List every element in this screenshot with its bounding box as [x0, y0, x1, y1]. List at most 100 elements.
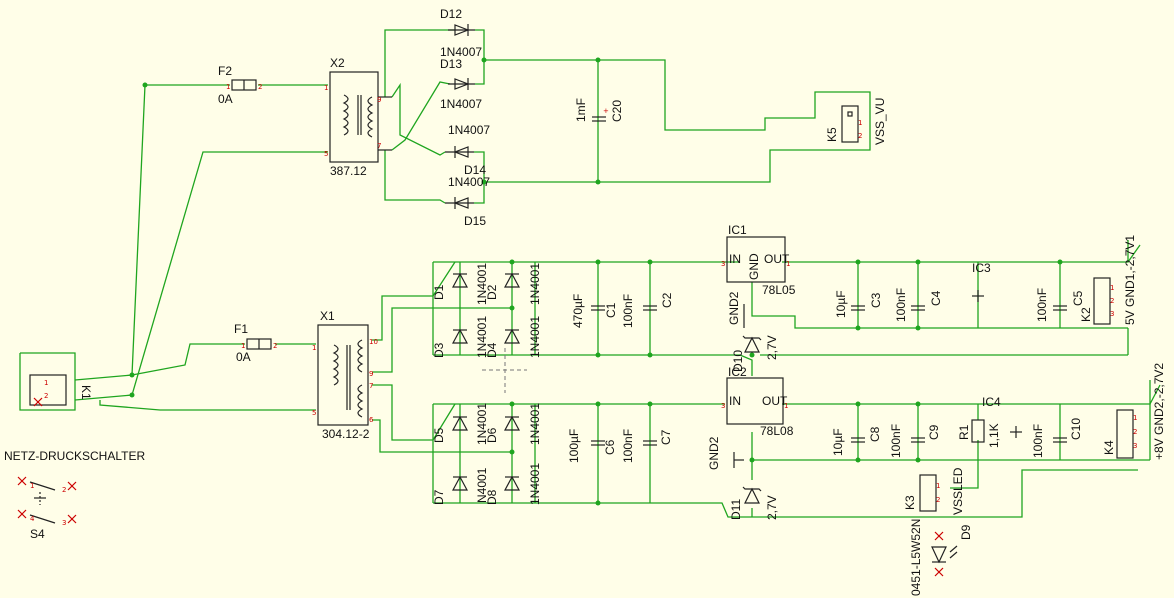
svg-text:1: 1: [30, 482, 34, 490]
diode-d6[interactable]: D6 1N4001: [485, 403, 542, 445]
svg-text:5: 5: [312, 409, 316, 417]
diode-ref: D3: [432, 342, 446, 358]
cap-value: 10µF: [834, 290, 848, 318]
capacitor-c2[interactable]: 100nF C2: [621, 292, 674, 328]
ic-pin-gnd: GND: [747, 253, 761, 280]
capacitor-c6[interactable]: 100µF C6: [567, 429, 617, 463]
cap-value: 1mF: [574, 98, 588, 122]
capacitor-c3[interactable]: 10µF C3: [834, 290, 883, 318]
ic-ref: IC2: [728, 365, 747, 379]
ic-pin-in: IN: [729, 394, 741, 408]
caps-lower: 100µF C6 100nF C7 10µF C8 100nF C9 100nF…: [567, 418, 1083, 463]
gnd-upper: GND2: [727, 291, 745, 328]
diode-ref: D15: [464, 214, 486, 228]
connector-k5[interactable]: 12 K5 VSS_VU: [825, 98, 887, 145]
diode-ref: D2: [485, 284, 499, 300]
diode-d8[interactable]: D8 1N4001: [485, 463, 542, 505]
diode-d3[interactable]: D3 1N4001: [432, 316, 489, 358]
fuse-ref: F2: [218, 64, 232, 78]
connector-k3[interactable]: 12 K3 VSSLED: [903, 467, 965, 515]
connector-net: +8V GND2,-2,7V2: [1152, 363, 1166, 460]
diode-value: 1N4007: [440, 97, 482, 111]
connector-k4[interactable]: 123 K4 +8V GND2,-2,7V2: [1102, 363, 1166, 460]
connector-ref: K2: [1079, 307, 1093, 322]
diode-d13[interactable]: D13 1N4007: [440, 57, 482, 111]
connector-k2[interactable]: 123 K2 5V GND1,-2,7V1: [1079, 235, 1137, 325]
diode-ref: D8: [485, 489, 499, 505]
capacitor-c5[interactable]: 100nF C5: [1035, 288, 1085, 322]
transformer-x2[interactable]: 15 97 X2 387.12: [324, 56, 392, 178]
zener-value: 2,7V: [765, 495, 779, 520]
svg-text:1: 1: [241, 342, 245, 350]
switch-ref: S4: [30, 527, 45, 541]
diode-ref: D12: [440, 7, 462, 21]
zener-d10[interactable]: D10 2,7V: [731, 335, 779, 372]
svg-text:1: 1: [1133, 414, 1137, 422]
svg-text:3: 3: [62, 519, 66, 527]
led-value: 0451-L5W52N: [909, 519, 923, 596]
diode-d15[interactable]: D15: [445, 197, 486, 228]
zener-d11[interactable]: D11 2,7V: [729, 486, 779, 520]
rectifier-diodes: D1 1N4001 D2 1N4001 D3 1N4001 D4 1N4001 …: [432, 263, 542, 505]
capacitor-c8[interactable]: 10µF C8: [831, 426, 882, 456]
diode-d1[interactable]: D1 1N4001: [432, 263, 489, 305]
cap-ref: C9: [927, 424, 941, 440]
transformer-value: 387.12: [330, 164, 367, 178]
svg-text:1: 1: [784, 402, 788, 410]
svg-text:1: 1: [226, 83, 230, 91]
diode-d5[interactable]: D5 1N4001: [432, 403, 489, 445]
zener-ref: D10: [731, 350, 745, 372]
cap-ref: C20: [610, 100, 624, 122]
switch-title: NETZ-DRUCKSCHALTER: [4, 449, 145, 463]
svg-text:7: 7: [369, 382, 373, 390]
supply-ic3: IC3: [972, 261, 991, 302]
resistor-r1[interactable]: R1 1,1K: [957, 419, 1001, 448]
cap-ref: C2: [660, 292, 674, 308]
svg-text:3: 3: [1133, 442, 1137, 450]
cursor-crosshair: [482, 348, 527, 393]
connector-k1[interactable]: 12 K1: [29, 374, 93, 407]
svg-text:1: 1: [1110, 284, 1114, 292]
cap-ref: C4: [929, 290, 943, 306]
diode-value: 1N4001: [475, 263, 489, 305]
svg-text:2: 2: [44, 392, 48, 400]
diode-ref: D5: [432, 427, 446, 443]
diode-ref: D13: [440, 57, 462, 71]
diode-d2[interactable]: D2 1N4001: [485, 263, 542, 305]
zener-value: 2,7V: [765, 335, 779, 360]
svg-text:2: 2: [936, 496, 940, 504]
cap-ref: C3: [869, 292, 883, 308]
diode-d14[interactable]: 1N4007 D14 1N4007: [445, 123, 490, 189]
led-d9[interactable]: 0451-L5W52N D9: [909, 519, 973, 596]
cap-value: 470µF: [571, 294, 585, 328]
connector-ref: K5: [825, 127, 839, 142]
diode-d12[interactable]: D12 1N4007: [440, 7, 482, 59]
svg-text:10: 10: [369, 338, 378, 346]
capacitor-c20[interactable]: + 1mF C20: [574, 98, 624, 122]
svg-text:1: 1: [786, 260, 790, 268]
capacitor-c10[interactable]: 100nF C10: [1031, 418, 1083, 458]
svg-text:5: 5: [324, 150, 328, 158]
gnd-label: GND2: [707, 436, 721, 470]
svg-text:2: 2: [1110, 297, 1114, 305]
capacitor-c9[interactable]: 100nF C9: [889, 424, 941, 458]
capacitor-c4[interactable]: 100nF C4: [894, 288, 943, 322]
capacitor-c7[interactable]: 100nF C7: [621, 429, 673, 463]
diode-d4[interactable]: D4 1N4001: [485, 316, 542, 358]
svg-text:2: 2: [1133, 428, 1137, 436]
cap-ref: C8: [868, 426, 882, 442]
svg-text:3: 3: [721, 402, 725, 410]
gnd-label: GND2: [727, 291, 741, 325]
capacitor-c1[interactable]: 470µF C1: [571, 294, 618, 328]
transformer-x1[interactable]: 15 109 76 X1 304.12-2: [312, 309, 378, 441]
diode-d7[interactable]: D7 N4001: [432, 467, 489, 505]
resistor-ref: R1: [957, 424, 971, 440]
cap-ref: C5: [1071, 290, 1085, 306]
fuse-value: 0A: [236, 350, 251, 364]
diode-value: 1N4001: [528, 403, 542, 445]
